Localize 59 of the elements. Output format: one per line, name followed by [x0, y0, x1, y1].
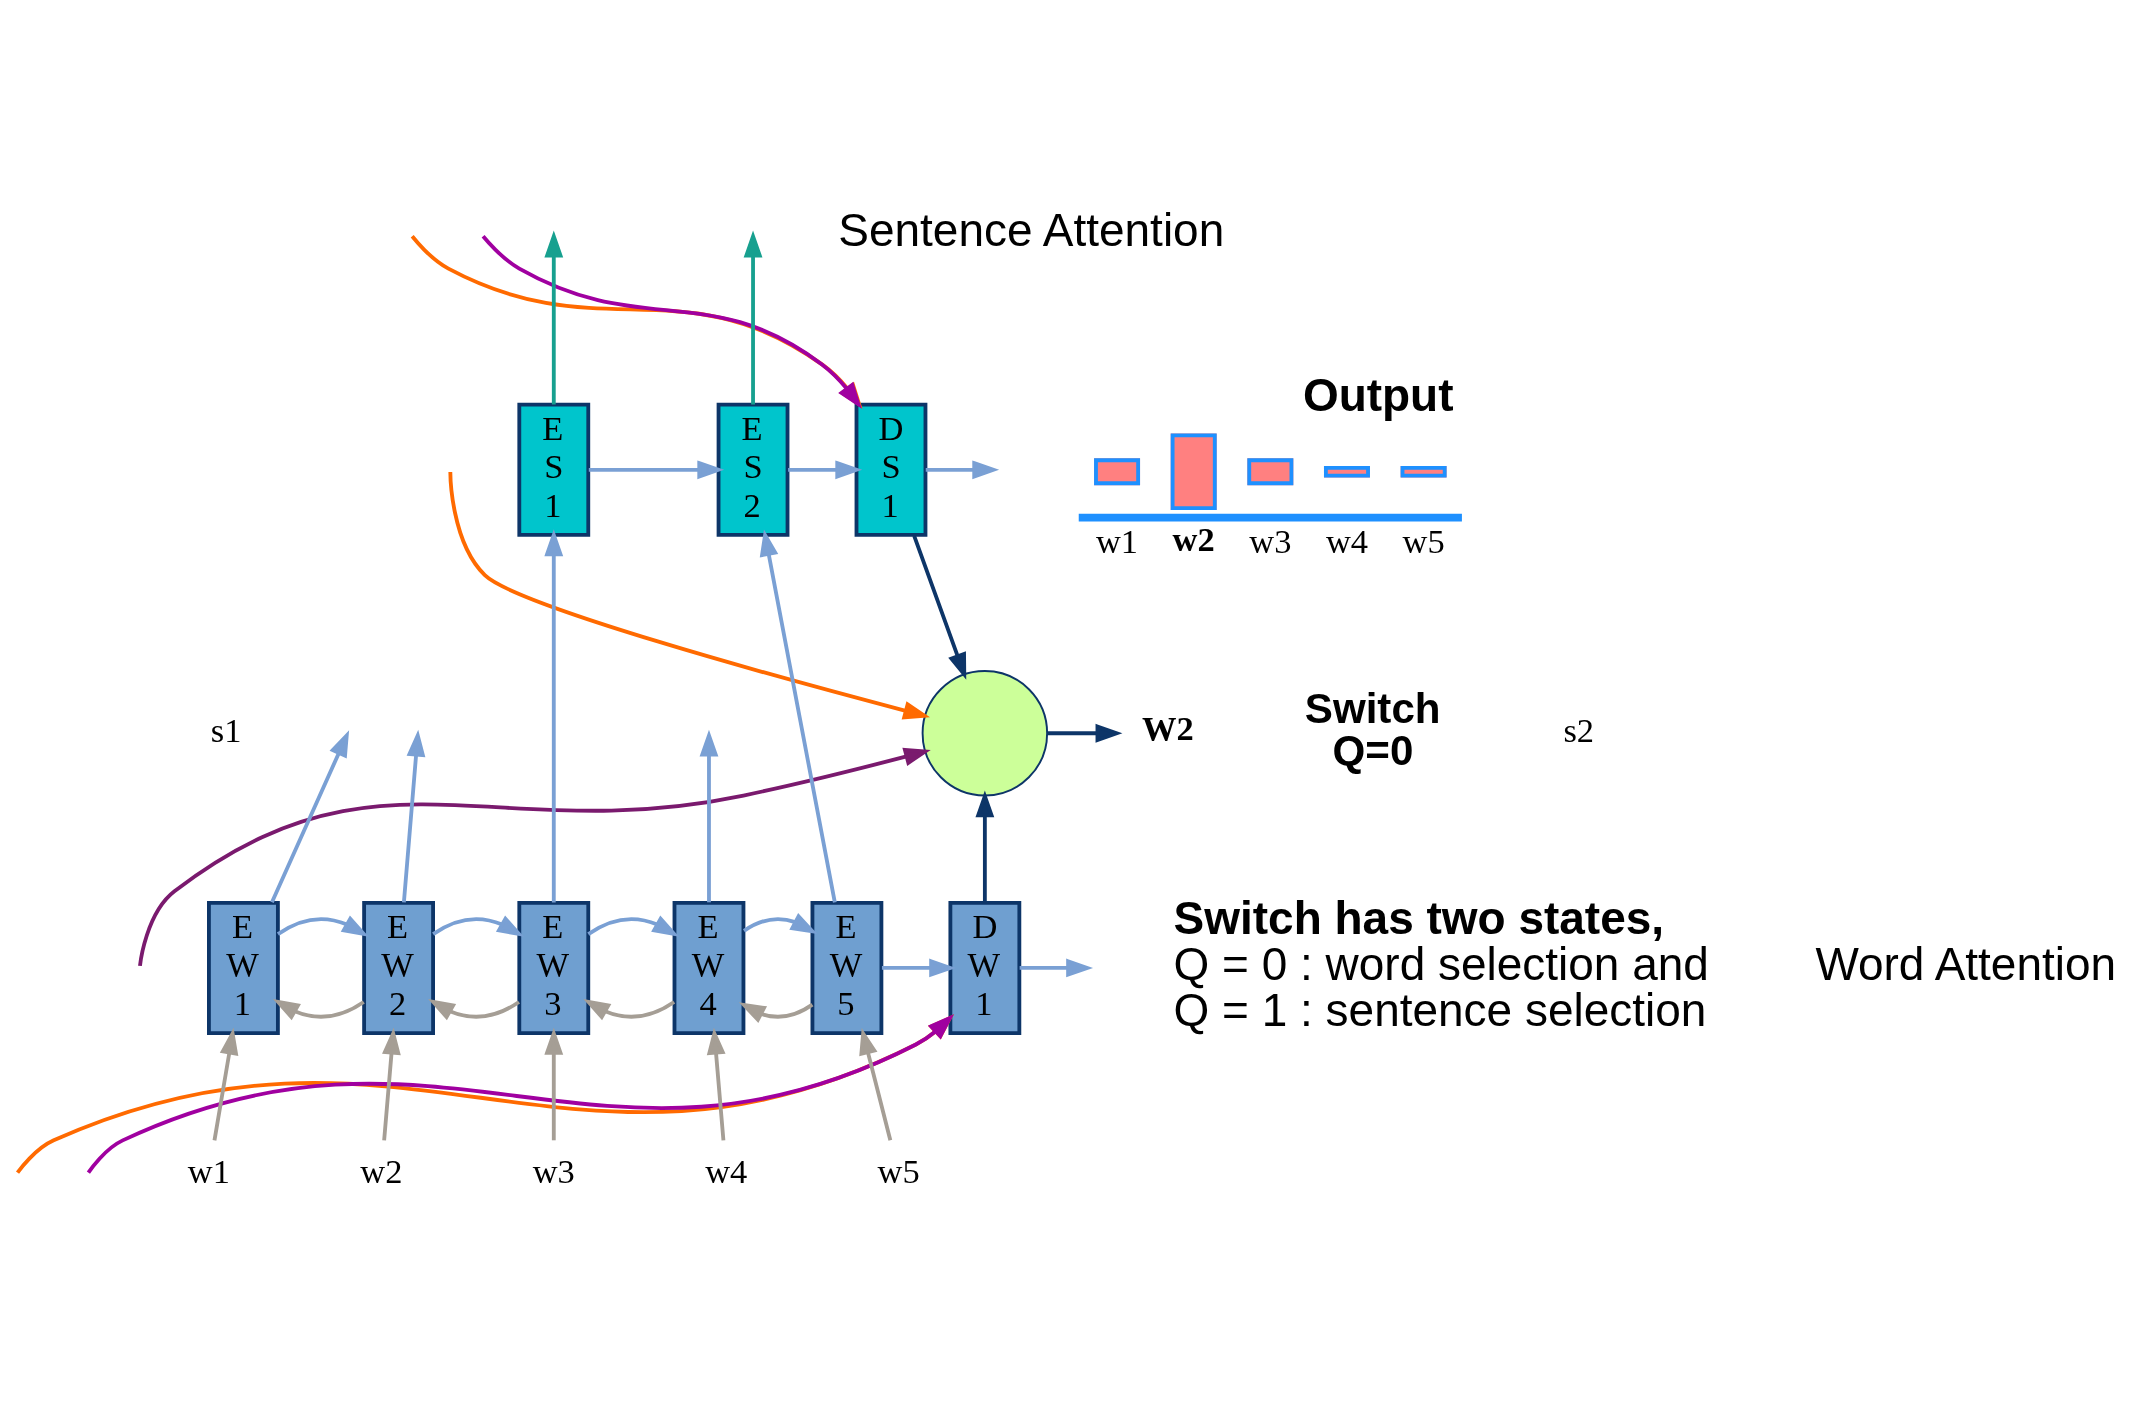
- arrow: [588, 460, 725, 480]
- arrow: [544, 529, 564, 903]
- arrow: [272, 998, 365, 1021]
- arrow: [742, 913, 818, 934]
- arrow: [212, 1027, 239, 1141]
- node-text: w1: [187, 1152, 230, 1191]
- arrow: [432, 915, 524, 937]
- arrow: [138, 747, 931, 967]
- arrow: [1047, 723, 1123, 743]
- arrow: [481, 235, 862, 409]
- node-text: W2: [1141, 708, 1194, 747]
- arrow: [1019, 958, 1094, 978]
- node-text: w4: [705, 1152, 748, 1191]
- arrow: [270, 730, 350, 904]
- label: s2: [1563, 710, 1595, 749]
- node-box: D W 1: [948, 900, 1022, 1035]
- node-box: E W 4: [672, 900, 746, 1035]
- label: Output: [1302, 368, 1454, 421]
- arrow: [587, 915, 680, 937]
- label: Switch has two states,: [1173, 891, 1665, 944]
- arrow: [706, 1027, 726, 1141]
- node-box: E W 2: [362, 900, 435, 1035]
- node-box: E S 2: [716, 402, 790, 537]
- label: w2: [1172, 520, 1215, 559]
- arrow: [975, 790, 995, 903]
- label: w4: [1325, 521, 1369, 560]
- arrow: [410, 235, 863, 409]
- arrow: [743, 230, 763, 405]
- arrow: [382, 1027, 401, 1141]
- arrow: [544, 1027, 564, 1141]
- arrow: [428, 998, 520, 1021]
- arrow: [759, 529, 837, 903]
- node-text: w2: [360, 1152, 403, 1191]
- arrow: [699, 729, 719, 903]
- arrow: [738, 1002, 814, 1024]
- node-box: E S 1: [517, 402, 591, 537]
- arrow: [276, 915, 369, 937]
- arrow: [881, 958, 957, 978]
- label: w1: [1095, 521, 1139, 560]
- arrow: [402, 729, 426, 903]
- node-text: w5: [877, 1152, 920, 1191]
- label: s1: [210, 710, 242, 749]
- label: Word Attention: [1815, 937, 2117, 990]
- node-text: w3: [532, 1152, 575, 1191]
- arrow: [583, 998, 676, 1021]
- node-box: E W 3: [517, 900, 591, 1035]
- node-box: E W 1: [207, 900, 280, 1035]
- arrow: [859, 1027, 893, 1141]
- node-circle: [921, 670, 1049, 797]
- node-box: E W 5: [810, 900, 884, 1035]
- arrow: [544, 230, 564, 405]
- arrow: [925, 460, 1000, 480]
- arrow: [788, 460, 863, 480]
- node-box: D S 1: [854, 402, 928, 537]
- arrow: [448, 471, 931, 720]
- arrow: [912, 535, 967, 680]
- label: w3: [1249, 521, 1292, 560]
- label: Sentence Attention: [838, 204, 1225, 257]
- label: w5: [1402, 521, 1445, 560]
